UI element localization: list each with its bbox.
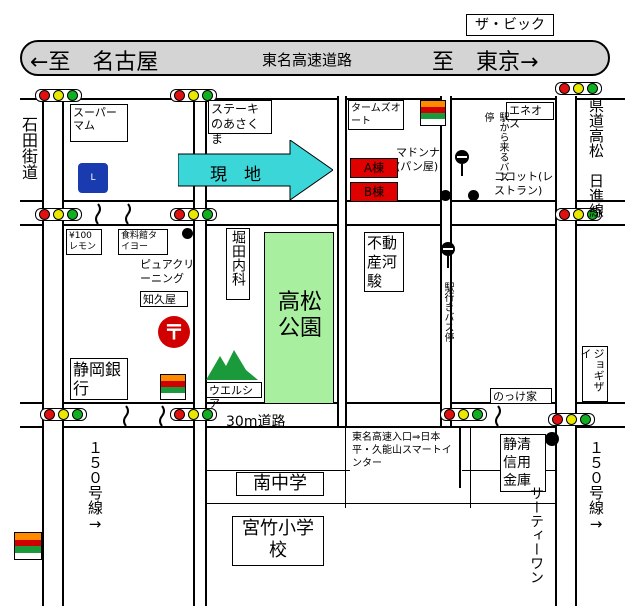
highway-bar <box>20 40 610 76</box>
the-big-label: ザ・ビック <box>466 14 554 36</box>
seven-eleven-icon <box>420 100 446 126</box>
yen100-label: ¥100レモン <box>66 229 102 255</box>
lower-vertical-line <box>345 428 346 508</box>
shokuhin-label: 食料館タイヨー <box>118 229 168 255</box>
vertical-road-center <box>193 96 207 606</box>
traffic-signal-icon <box>548 413 595 426</box>
madonna-marker <box>440 190 451 201</box>
bus-from-station-label: 駅から来るバス停 <box>482 112 508 182</box>
fudosan-label: 不動産河駿 <box>364 232 404 292</box>
traffic-signal-icon <box>35 89 82 102</box>
route150-right-label: １５０号線→ <box>587 440 605 533</box>
traffic-signal-icon <box>40 408 87 421</box>
minami-chu-label: 南中学 <box>236 472 324 496</box>
bus-stop-icon <box>454 150 470 176</box>
lower-vertical-line-2 <box>470 428 471 508</box>
chikuya-label: 知久屋 <box>140 291 188 307</box>
genchi-arrow <box>177 139 334 201</box>
park-label: 高松公園 <box>277 290 322 341</box>
lower-street-line-2 <box>207 503 555 504</box>
seven-eleven-icon <box>14 532 42 560</box>
shinkin-label: 静清信用金庫 <box>500 434 546 492</box>
highway-right-label: 至 東京→ <box>432 50 539 75</box>
horizontal-road-north <box>20 200 625 226</box>
park-area <box>264 232 334 404</box>
traffic-signal-icon <box>555 82 602 95</box>
highway-name: 東名高速道路 <box>262 51 353 69</box>
steak-label: ステーキのあさくま <box>208 100 272 146</box>
traffic-signal-icon <box>440 408 487 421</box>
vertical-road-bus <box>440 96 452 426</box>
madonna-label: マドンナ(パン屋) <box>396 146 440 173</box>
highway-left-label: ←至 名古屋 <box>30 50 159 75</box>
vertical-road-kendo <box>555 96 577 606</box>
cocotte-label: ココット(レストラン) <box>494 170 554 197</box>
traffic-signal-icon <box>170 89 217 102</box>
thirty-one-marker <box>545 432 559 446</box>
building-b: B棟 <box>350 182 398 202</box>
tarms-label: タームズオート <box>348 100 404 130</box>
kendo-label: 県道高松 日進線 <box>587 98 605 218</box>
nokke-label: のっけ家 <box>490 388 552 404</box>
genchi-label: 現 地 <box>210 165 261 185</box>
bus-to-station-label: 駅行きバス停 <box>442 282 453 342</box>
ic-info-label: 東名高速入口⇒日本平・久能山スマートインター <box>350 430 462 474</box>
route150-left-label: １５０号線→ <box>86 440 104 533</box>
cleaning-marker <box>182 228 193 239</box>
traffic-signal-icon <box>170 408 217 421</box>
road-30m-label: 30m道路 <box>226 414 286 430</box>
building-a: A棟 <box>350 158 398 178</box>
horita-label: 堀田内科 <box>226 228 250 300</box>
seven-eleven-icon <box>160 374 186 400</box>
thirty-one-label: サーティーワン <box>528 486 544 584</box>
cleaning-label: ピュアクリーニング <box>140 258 195 285</box>
traffic-signal-icon <box>170 208 217 221</box>
traffic-signal-icon <box>555 208 602 221</box>
bus-stop-icon <box>440 242 456 268</box>
supermarket-label: スーパーマム <box>70 104 128 142</box>
vertical-road-ishida <box>42 96 64 606</box>
welcia-logo-icon <box>206 350 258 380</box>
miyatake-label: 宮竹小学校 <box>232 516 324 566</box>
cocotte-marker <box>468 190 479 201</box>
eneos-label: エネオス <box>506 102 554 130</box>
welcia-label: ウエルシア <box>206 382 262 410</box>
post-office-icon: 〒 <box>158 316 190 348</box>
vertical-road-east <box>337 96 347 426</box>
traffic-signal-icon <box>35 208 82 221</box>
shizuoka-bank-label: 静岡銀行 <box>70 358 128 400</box>
ishida-kaido-label: 石田街道 <box>19 116 38 180</box>
jogiza-label: ジョギザイ <box>579 346 608 402</box>
lawson-icon: L <box>78 163 108 193</box>
